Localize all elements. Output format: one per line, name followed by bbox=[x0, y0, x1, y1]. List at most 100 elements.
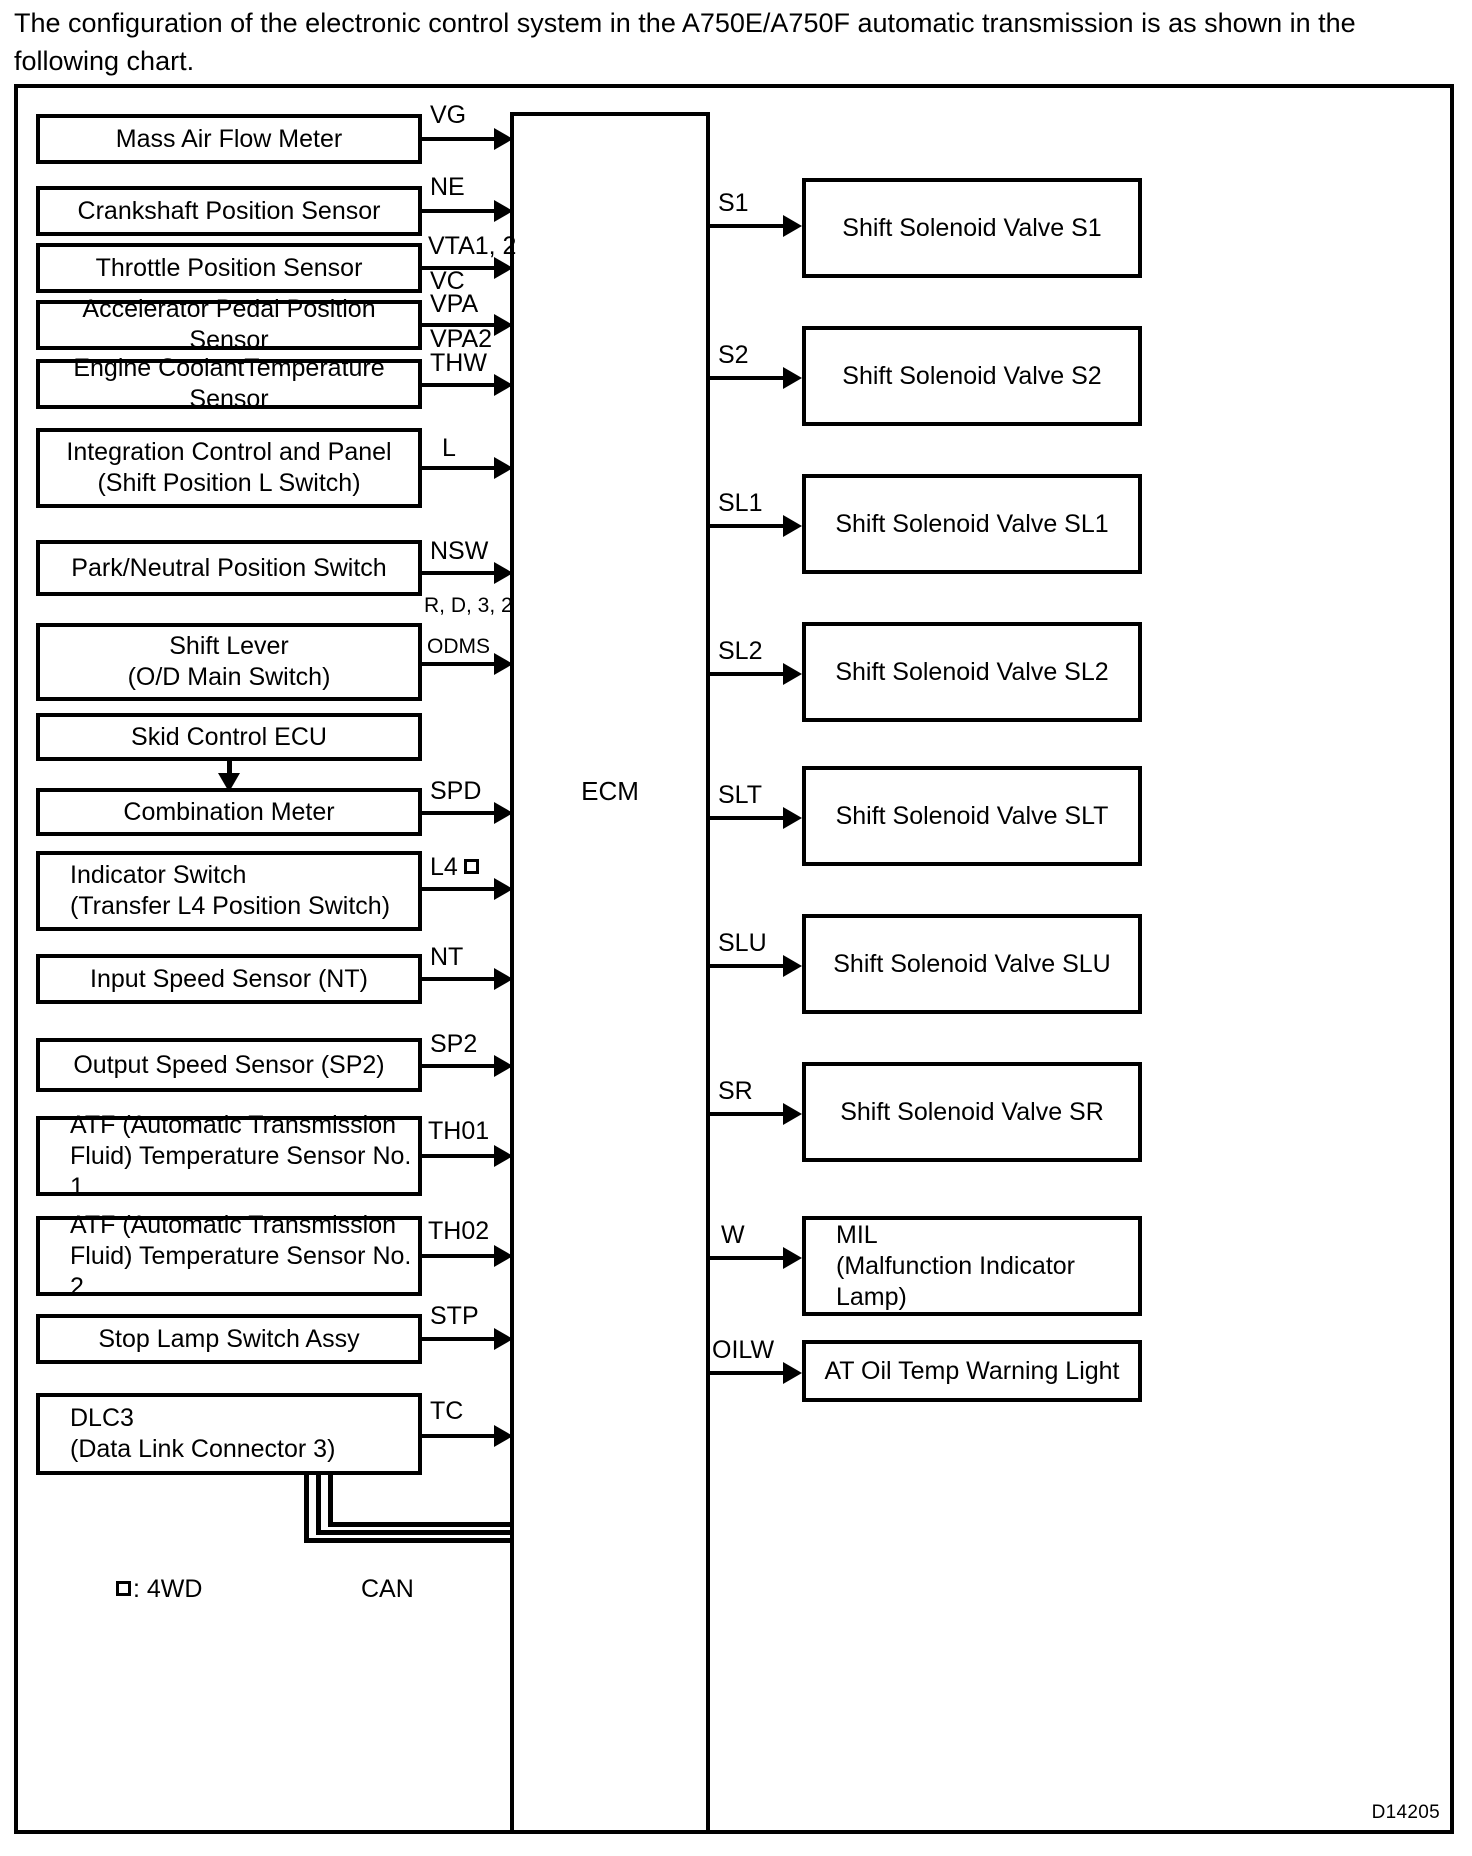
input-box-label: Engine CoolantTemperature Sensor bbox=[73, 354, 385, 413]
arrow-spd bbox=[494, 802, 513, 824]
arrow-l4 bbox=[494, 878, 513, 900]
input-box-accelerator-pedal-position-sensor[interactable]: Accelerator Pedal Position Sensor bbox=[36, 295, 422, 354]
output-box-label: MIL (Malfunction Indicator Lamp) bbox=[836, 1220, 1076, 1311]
connector-nsw bbox=[422, 571, 500, 575]
arrow-nt bbox=[494, 968, 513, 990]
output-box-label: Shift Solenoid Valve S2 bbox=[842, 361, 1102, 390]
input-box-stop-lamp-switch-assy[interactable]: Stop Lamp Switch Assy bbox=[36, 1314, 422, 1364]
connector-sl2 bbox=[710, 672, 788, 676]
connector-slt bbox=[710, 816, 788, 820]
arrow-th01 bbox=[494, 1145, 513, 1167]
output-box-label: Shift Solenoid Valve SR bbox=[840, 1097, 1104, 1126]
output-box-shift-solenoid-valve-sr[interactable]: Shift Solenoid Valve SR bbox=[802, 1062, 1142, 1162]
connector-nt bbox=[422, 977, 500, 981]
input-box-label: Integration Control and Panel (Shift Pos… bbox=[66, 438, 392, 497]
input-box-skid-control-ecu[interactable]: Skid Control ECU bbox=[36, 713, 422, 761]
signal-label-w: W bbox=[721, 1221, 745, 1249]
output-box-shift-solenoid-valve-slu[interactable]: Shift Solenoid Valve SLU bbox=[802, 914, 1142, 1014]
connector-slu bbox=[710, 964, 788, 968]
input-box-indicator-switch[interactable]: Indicator Switch (Transfer L4 Position S… bbox=[36, 851, 422, 931]
legend-square-icon bbox=[116, 1581, 131, 1596]
output-box-label: Shift Solenoid Valve SLT bbox=[835, 801, 1109, 830]
input-box-atf-temperature-sensor-1[interactable]: ATF (Automatic Transmission Fluid) Tempe… bbox=[36, 1111, 422, 1201]
input-box-input-speed-sensor[interactable]: Input Speed Sensor (NT) bbox=[36, 954, 422, 1004]
connector-vpa bbox=[422, 323, 500, 327]
arrow-w bbox=[783, 1247, 802, 1269]
input-box-label: Crankshaft Position Sensor bbox=[77, 196, 381, 225]
input-box-engine-coolant-temperature-sensor[interactable]: Engine CoolantTemperature Sensor bbox=[36, 354, 422, 413]
output-box-shift-solenoid-valve-slt[interactable]: Shift Solenoid Valve SLT bbox=[802, 766, 1142, 866]
connector-stp bbox=[422, 1337, 500, 1341]
output-box-mil[interactable]: MIL (Malfunction Indicator Lamp) bbox=[802, 1216, 1142, 1316]
connector-th02 bbox=[422, 1254, 500, 1258]
input-box-atf-temperature-sensor-2[interactable]: ATF (Automatic Transmission Fluid) Tempe… bbox=[36, 1211, 422, 1301]
output-box-label: Shift Solenoid Valve S1 bbox=[842, 213, 1102, 242]
connector-tc bbox=[422, 1434, 500, 1438]
input-box-label: Park/Neutral Position Switch bbox=[71, 553, 387, 582]
input-box-integration-control-and-panel[interactable]: Integration Control and Panel (Shift Pos… bbox=[36, 428, 422, 508]
input-box-label: Output Speed Sensor (SP2) bbox=[73, 1050, 385, 1079]
can-bus-vertical-3 bbox=[328, 1475, 333, 1527]
arrow-sl2 bbox=[783, 663, 802, 685]
input-box-output-speed-sensor[interactable]: Output Speed Sensor (SP2) bbox=[36, 1038, 422, 1092]
can-bus-vertical-1 bbox=[304, 1475, 309, 1543]
signal-label-vc: VC bbox=[430, 267, 465, 295]
input-box-crankshaft-position-sensor[interactable]: Crankshaft Position Sensor bbox=[36, 186, 422, 236]
signal-label-vta: VTA1, 2 bbox=[428, 232, 517, 260]
input-box-label: Combination Meter bbox=[123, 797, 335, 826]
output-box-at-oil-temp-warning-light[interactable]: AT Oil Temp Warning Light bbox=[802, 1340, 1142, 1402]
can-bus-horizontal-3 bbox=[328, 1522, 510, 1527]
signal-label-spd: SPD bbox=[430, 777, 482, 805]
connector-s2 bbox=[710, 376, 788, 380]
input-box-park-neutral-position-switch[interactable]: Park/Neutral Position Switch bbox=[36, 540, 422, 596]
arrow-sr bbox=[783, 1103, 802, 1125]
input-box-label: ATF (Automatic Transmission Fluid) Tempe… bbox=[70, 1210, 412, 1301]
legend-4wd: : 4WD bbox=[116, 1575, 202, 1604]
connector-odms bbox=[422, 662, 500, 666]
arrow-nsw bbox=[494, 562, 513, 584]
arrow-th02 bbox=[494, 1245, 513, 1267]
output-box-label: Shift Solenoid Valve SL1 bbox=[835, 509, 1109, 538]
arrow-slu bbox=[783, 955, 802, 977]
signal-label-nsw: NSW bbox=[430, 537, 489, 565]
connector-l4 bbox=[422, 887, 500, 891]
input-box-label: DLC3 (Data Link Connector 3) bbox=[70, 1404, 336, 1463]
signal-label-oilw: OILW bbox=[712, 1336, 775, 1364]
signal-label-sr: SR bbox=[718, 1077, 753, 1105]
input-box-dlc3[interactable]: DLC3 (Data Link Connector 3) bbox=[36, 1393, 422, 1475]
signal-label-vg: VG bbox=[430, 101, 467, 129]
connector-vta bbox=[422, 266, 500, 270]
input-box-label: Skid Control ECU bbox=[131, 722, 327, 751]
arrow-slt bbox=[783, 807, 802, 829]
arrow-sp2 bbox=[494, 1055, 513, 1077]
ecm-label: ECM bbox=[581, 776, 639, 806]
can-bus-vertical-2 bbox=[316, 1475, 321, 1535]
input-box-throttle-position-sensor[interactable]: Throttle Position Sensor bbox=[36, 243, 422, 293]
output-box-shift-solenoid-valve-s2[interactable]: Shift Solenoid Valve S2 bbox=[802, 326, 1142, 426]
arrow-sl1 bbox=[783, 515, 802, 537]
signal-label-sl1: SL1 bbox=[718, 489, 763, 517]
output-box-shift-solenoid-valve-s1[interactable]: Shift Solenoid Valve S1 bbox=[802, 178, 1142, 278]
arrow-stp bbox=[494, 1328, 513, 1350]
input-box-mass-air-flow-meter[interactable]: Mass Air Flow Meter bbox=[36, 114, 422, 164]
output-box-shift-solenoid-valve-sl2[interactable]: Shift Solenoid Valve SL2 bbox=[802, 622, 1142, 722]
signal-label-l4: L4 bbox=[430, 854, 479, 881]
can-bus-horizontal-2 bbox=[316, 1530, 510, 1535]
input-box-shift-lever[interactable]: Shift Lever (O/D Main Switch) bbox=[36, 623, 422, 701]
signal-label-stp: STP bbox=[430, 1302, 479, 1330]
input-box-label: Stop Lamp Switch Assy bbox=[98, 1324, 360, 1353]
output-box-label: AT Oil Temp Warning Light bbox=[824, 1356, 1120, 1385]
input-box-combination-meter[interactable]: Combination Meter bbox=[36, 788, 422, 836]
input-box-label: Input Speed Sensor (NT) bbox=[90, 964, 368, 993]
output-box-shift-solenoid-valve-sl1[interactable]: Shift Solenoid Valve SL1 bbox=[802, 474, 1142, 574]
ecm-box: ECM bbox=[510, 112, 710, 1834]
arrow-ne bbox=[494, 200, 513, 222]
figure-code: D14205 bbox=[1371, 1802, 1440, 1823]
arrow-vta bbox=[494, 257, 513, 279]
connector-oilw bbox=[710, 1371, 788, 1375]
output-box-label: Shift Solenoid Valve SLU bbox=[833, 949, 1111, 978]
four-wd-marker-icon bbox=[463, 859, 479, 874]
connector-spd bbox=[422, 811, 500, 815]
arrow-s2 bbox=[783, 367, 802, 389]
